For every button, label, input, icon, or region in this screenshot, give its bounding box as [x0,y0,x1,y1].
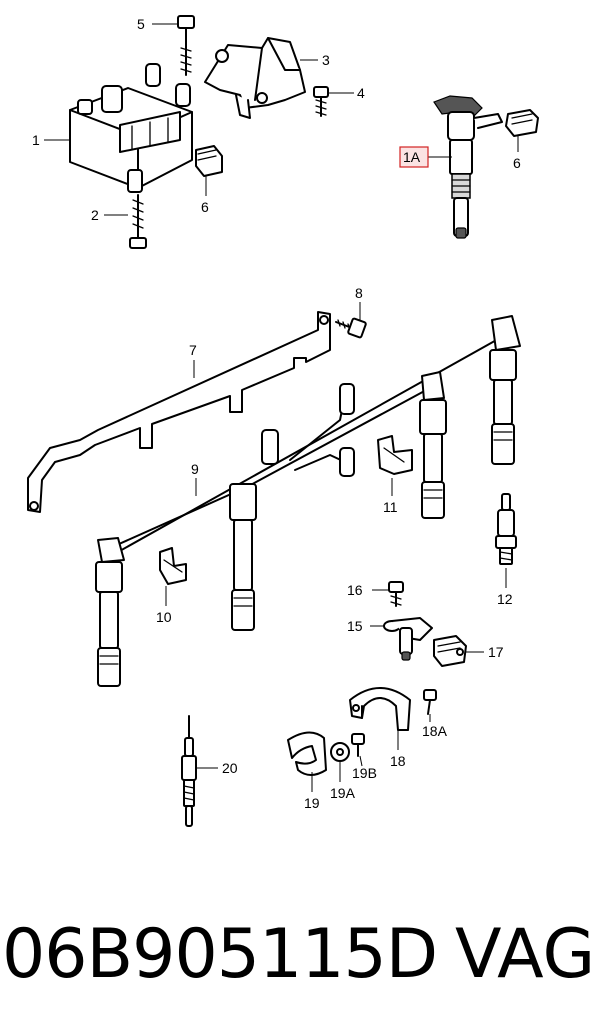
plug-boot-4 [489,315,521,465]
callout-10: 10 [156,609,172,625]
bolt-2 [129,194,147,249]
cable-clip-10 [159,547,187,585]
ignition-cable-set [95,315,521,687]
callout-16: 16 [347,582,363,598]
part-number: 06B905115D [2,915,438,994]
mounting-bracket [204,37,306,119]
plug-boot-1 [95,537,125,687]
callout-8: 8 [355,285,363,301]
callout-9: 9 [191,461,199,477]
callout-2: 2 [91,207,99,223]
ignition-coil-pack [69,63,193,193]
callout-15: 15 [347,618,363,634]
callout-17: 17 [488,644,504,660]
bolt-5 [177,15,195,76]
callout-6b: 6 [513,155,521,171]
callout-18: 18 [390,753,406,769]
leader-lines [44,23,519,792]
callout-19: 19 [304,795,320,811]
callout-1a: 1A [403,149,421,165]
callout-6a: 6 [201,199,209,215]
connector-6b [505,109,539,137]
callout-20: 20 [222,760,238,776]
connector-6a [195,145,223,177]
callout-1: 1 [32,132,40,148]
bolt-16 [388,581,404,607]
screw-19b [351,733,365,757]
highlight-box-1a [399,146,429,168]
cable-clip-11 [377,435,413,475]
brand-name: VAG [455,915,596,994]
callout-3: 3 [322,52,330,68]
bolt-18a [423,689,437,715]
callout-5: 5 [137,16,145,32]
exploded-parts-diagram: 1 5 3 4 2 6 1A 6 7 8 9 10 11 12 16 15 17… [27,15,539,827]
bolt-4 [313,86,329,117]
callout-18a: 18A [422,723,448,739]
bushing-19 [287,731,327,776]
glow-plug-20 [181,715,197,827]
callout-19b: 19B [352,765,377,781]
plug-boot-2 [229,483,257,631]
cable-guide-rail [27,311,331,513]
callout-7: 7 [189,342,197,358]
callout-labels: 1 5 3 4 2 6 1A 6 7 8 9 10 11 12 16 15 17… [32,16,521,811]
callout-11: 11 [383,499,398,515]
sensor-15 [383,617,433,661]
callout-12: 12 [497,591,513,607]
callout-19a: 19A [330,785,356,801]
clamp-ring-18 [349,687,411,731]
pencil-ignition-coil-1a [433,95,503,239]
bolt-8 [335,317,367,339]
spark-plug-12 [495,493,517,565]
connector-17 [433,635,467,667]
washer-19a [330,742,350,762]
callout-4: 4 [357,85,365,101]
part-caption: 06B905115D VAG [0,905,600,1015]
plug-boot-3 [419,371,447,519]
